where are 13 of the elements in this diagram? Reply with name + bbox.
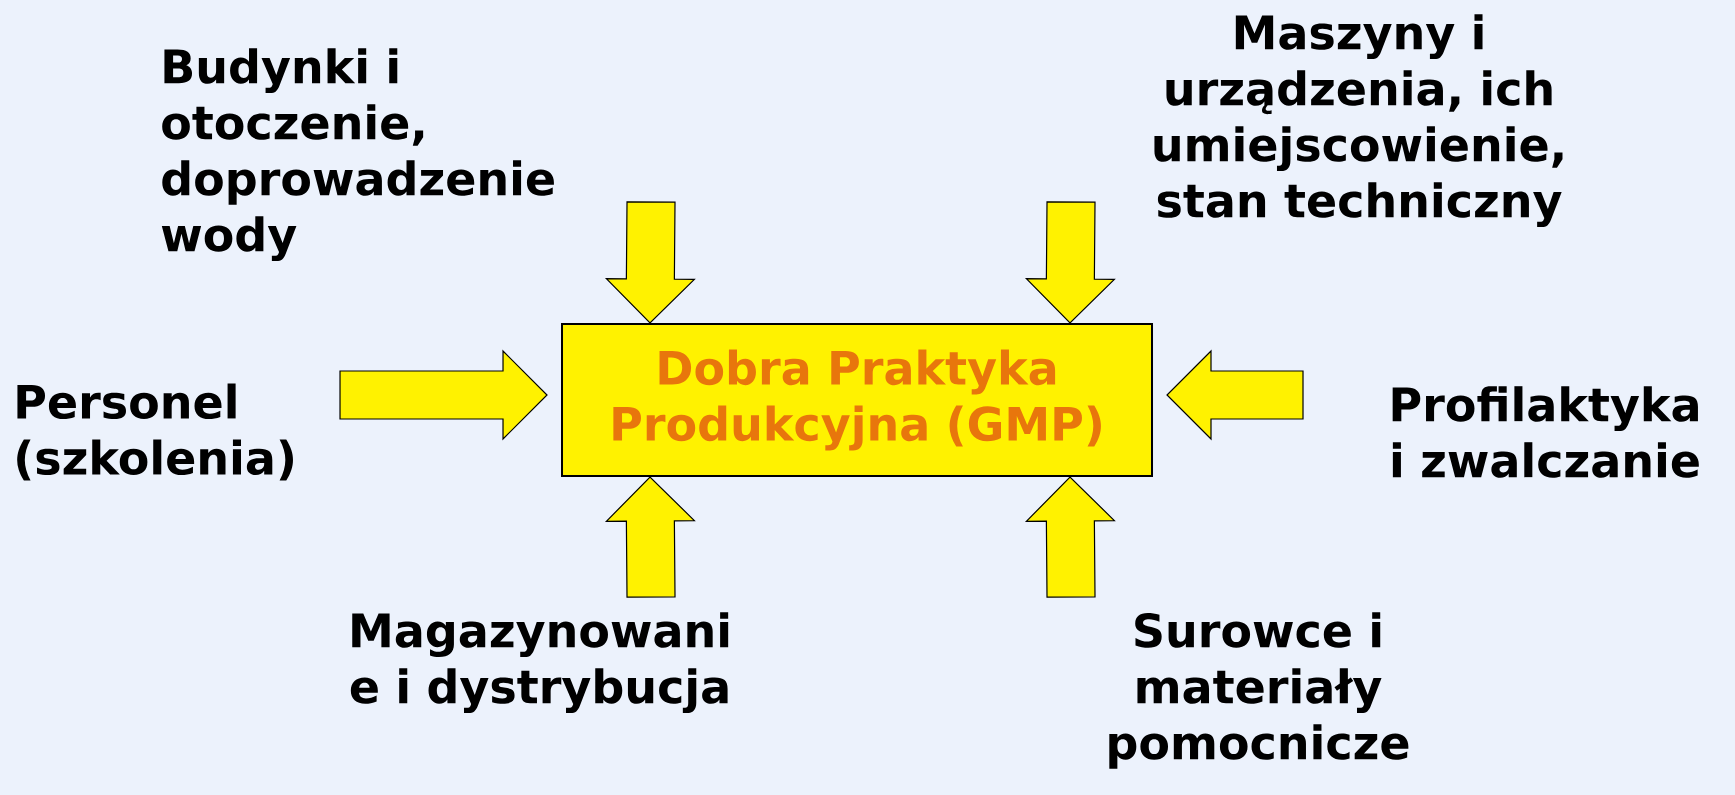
factor-label: Profilaktyka i zwalczanie (1392, 386, 1699, 478)
block-arrow (339, 349, 548, 441)
factor-label: Maszyny i urządzenia, ich umiejscowienie, stan techniczny (1154, 14, 1563, 228)
block-arrow (1024, 476, 1116, 598)
factor-label: Personel (szkolenia) (17, 383, 293, 481)
factor-label: Budynki i otoczenie, doprowadzenie wody (161, 48, 554, 262)
factor-label: Magazynowani e i dystrybucja (350, 612, 729, 714)
block-arrow (604, 201, 696, 324)
factor-label: Surowce i materiały pomocnicze (1109, 612, 1409, 769)
block-arrow (1024, 201, 1116, 324)
block-arrow (1166, 349, 1304, 441)
block-arrow (604, 476, 696, 598)
process-box: Dobra Praktyka Produkcyjna (GMP) (561, 323, 1153, 477)
